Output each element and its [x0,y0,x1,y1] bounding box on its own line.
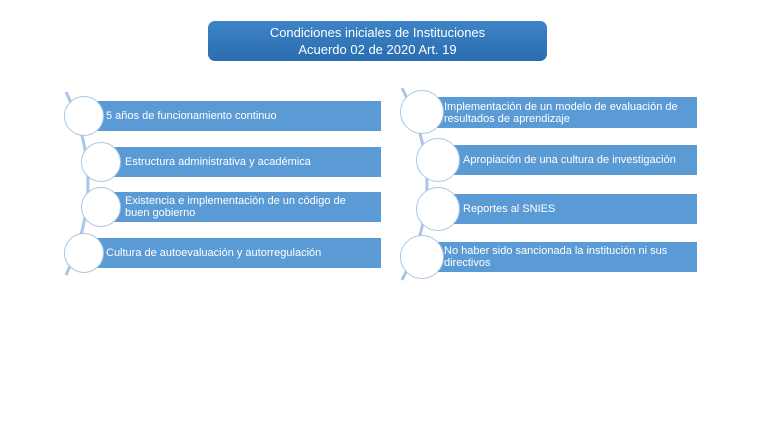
bullet-circle [416,138,460,182]
item-text: Existencia e implementación de un código… [125,195,346,219]
list-item-right-1: Implementación de un modelo de evaluació… [432,97,697,128]
item-text: Estructura administrativa y académica [125,156,311,168]
list-item-right-4: No haber sido sancionada la institución … [432,242,697,272]
bullet-circle [64,233,104,273]
bullet-circle [81,187,121,227]
list-item-left-3: Existencia e implementación de un código… [111,192,381,222]
item-text: 5 años de funcionamiento continuo [106,110,277,122]
diagram-title: Condiciones iniciales de Instituciones A… [208,21,547,61]
bullet-circle [416,187,460,231]
title-line-1: Condiciones iniciales de Instituciones [269,25,486,40]
bullet-circle [64,96,104,136]
item-text: Cultura de autoevaluación y autorregulac… [106,247,322,259]
item-text: Reportes al SNIES [463,203,556,215]
list-item-left-1: 5 años de funcionamiento continuo [96,101,381,131]
list-item-left-4: Cultura de autoevaluación y autorregulac… [96,238,381,268]
title-line-2: Acuerdo 02 de 2020 Art. 19 [298,42,457,57]
item-text: Implementación de un modelo de evaluació… [444,100,678,125]
list-item-right-3: Reportes al SNIES [448,194,697,224]
list-item-right-2: Apropiación de una cultura de investigac… [448,145,697,175]
item-text: No haber sido sancionada la institución … [444,245,668,269]
bullet-circle [400,235,444,279]
list-item-left-2: Estructura administrativa y académica [111,147,381,177]
bullet-circle [81,142,121,182]
item-text: Apropiación de una cultura de investigac… [463,154,676,166]
bullet-circle [400,90,444,134]
